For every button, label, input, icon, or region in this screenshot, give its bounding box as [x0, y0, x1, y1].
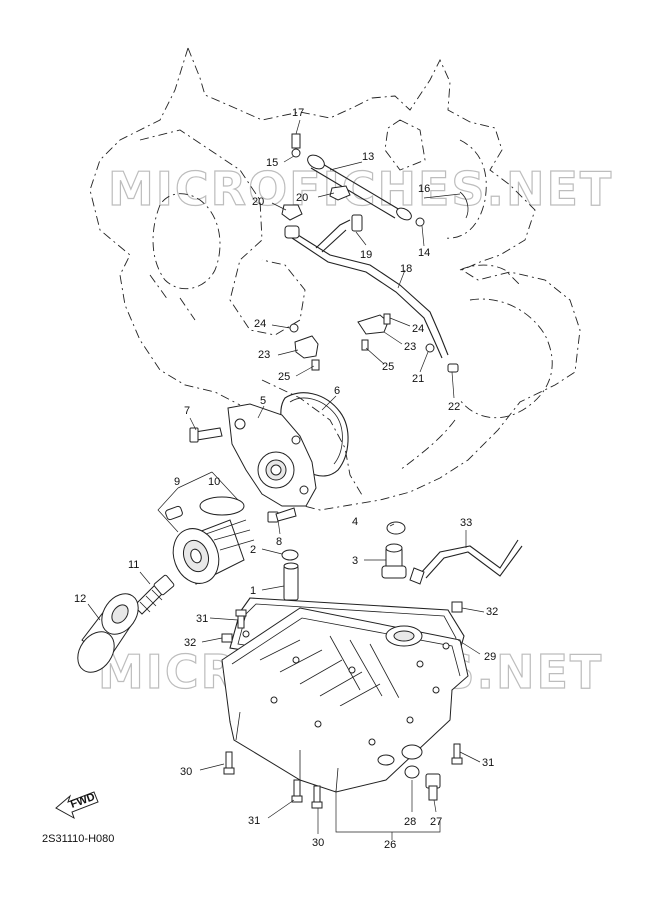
part-26-oil-pan	[221, 597, 469, 793]
callout-18: 18	[400, 263, 412, 275]
callout-20-right: 20	[296, 192, 308, 204]
part-4-o-ring	[386, 521, 406, 535]
part-18-oil-pipe	[284, 219, 449, 359]
callout-23-right: 23	[404, 341, 416, 353]
watermark-text-top: MICROFICHES.NET	[108, 162, 613, 216]
part-3-pipe	[381, 543, 407, 579]
part-11-union-bolt	[133, 574, 175, 615]
callout-22: 22	[448, 401, 460, 413]
part-33-pipe	[409, 539, 523, 585]
callout-32-right: 32	[486, 606, 498, 618]
callout-30-left: 30	[180, 766, 192, 778]
callout-33: 33	[460, 517, 472, 529]
callout-9: 9	[174, 476, 180, 488]
diagram-code: 2S31110-H080	[42, 833, 114, 845]
callout-21: 21	[412, 373, 424, 385]
pan-bolts	[221, 601, 463, 809]
leader-lines	[87, 119, 485, 840]
part-7-bolt	[189, 427, 223, 443]
part-8-bolt	[267, 507, 297, 523]
callout-11: 11	[128, 559, 139, 571]
callout-31-right: 31	[482, 757, 494, 769]
callout-7: 7	[184, 405, 190, 417]
callout-29: 29	[484, 651, 496, 663]
fwd-arrow-icon: FWD	[55, 791, 99, 820]
part-13-oil-delivery-pipe	[307, 154, 412, 221]
callout-3: 3	[352, 555, 358, 567]
callout-numbers: 1 2 3 4 5 6 7 8 9 10 11 12 13 14 15 16 1…	[74, 107, 498, 851]
callout-30-bottom: 30	[312, 837, 324, 849]
callout-32-left: 32	[184, 637, 196, 649]
callout-19: 19	[360, 249, 372, 261]
callout-13: 13	[362, 151, 374, 163]
pipe-fittings	[281, 133, 469, 232]
callout-27: 27	[430, 816, 442, 828]
callout-31-top: 31	[196, 613, 208, 625]
callout-4: 4	[352, 516, 358, 528]
callout-10: 10	[208, 476, 220, 488]
brackets-23-24-25	[289, 313, 459, 373]
callout-5: 5	[260, 395, 266, 407]
callout-28: 28	[404, 816, 416, 828]
callout-17: 17	[292, 107, 304, 119]
callout-25-left: 25	[278, 371, 290, 383]
callout-16: 16	[418, 183, 430, 195]
part-9-oil-cooler	[157, 471, 255, 585]
callout-23-left: 23	[258, 349, 270, 361]
part-1-strainer	[283, 562, 299, 601]
callout-8: 8	[276, 536, 282, 548]
part-5-pump-housing	[227, 403, 317, 507]
callout-25-right: 25	[382, 361, 394, 373]
callout-26: 26	[384, 839, 396, 851]
part-12-oil-filter	[77, 593, 139, 673]
callout-15: 15	[266, 157, 278, 169]
callout-24-left: 24	[254, 318, 266, 330]
callout-31-bottom: 31	[248, 815, 260, 827]
callout-24-right: 24	[412, 323, 424, 335]
callout-12: 12	[74, 593, 86, 605]
part-2-o-ring	[281, 549, 299, 561]
callout-14: 14	[418, 247, 430, 259]
callout-20-left: 20	[252, 196, 264, 208]
callout-2: 2	[250, 544, 256, 556]
engine-outline	[89, 47, 581, 511]
callout-6: 6	[334, 385, 340, 397]
callout-1: 1	[250, 585, 256, 597]
parts-27-28-drain	[404, 765, 441, 801]
